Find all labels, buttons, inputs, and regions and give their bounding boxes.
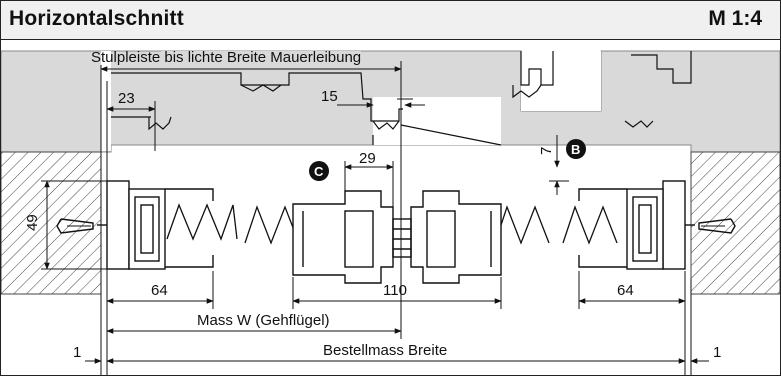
callout-c-label: C [314,164,324,179]
centre-left-zigzag [244,205,300,245]
dim-49: 49 [24,214,41,231]
upper-profiles [111,51,692,146]
dim-7: 7 [538,147,555,155]
left-frame-profile [56,180,214,270]
drawing-title: Horizontalschnitt [9,7,184,30]
section-drawing: Stulpleiste bis lichte Breite Mauerleibu… [1,49,780,375]
dim-1-left: 1 [73,344,81,361]
right-frame-profile [578,180,736,270]
left-masonry [1,151,102,295]
stulpleiste-label: Stulpleiste bis lichte Breite Mauerleibu… [91,49,361,66]
callout-c-badge: C [309,161,329,181]
dim-29: 29 [359,150,376,167]
callout-b-label: B [571,142,580,157]
bestellmass-label: Bestellmass Breite [323,342,447,359]
title-bar: Horizontalschnitt M 1:4 [1,1,780,40]
drawing-scale: M 1:4 [708,7,762,30]
left-seal-zigzag [166,203,238,241]
dim-110: 110 [383,282,407,299]
dimension-lines [41,61,709,375]
dim-64-right: 64 [617,282,634,299]
centre-right-zigzag [494,205,550,245]
mass-w-label: Mass W (Gehflügel) [197,312,330,329]
centre-profiles [292,190,502,284]
dim-15: 15 [321,88,338,105]
dim-1-right: 1 [713,344,721,361]
dim-23: 23 [118,90,135,107]
right-masonry [690,151,780,295]
dim-64-left: 64 [151,282,168,299]
callout-b-badge: B [566,139,586,159]
right-seal-zigzag [562,205,618,245]
